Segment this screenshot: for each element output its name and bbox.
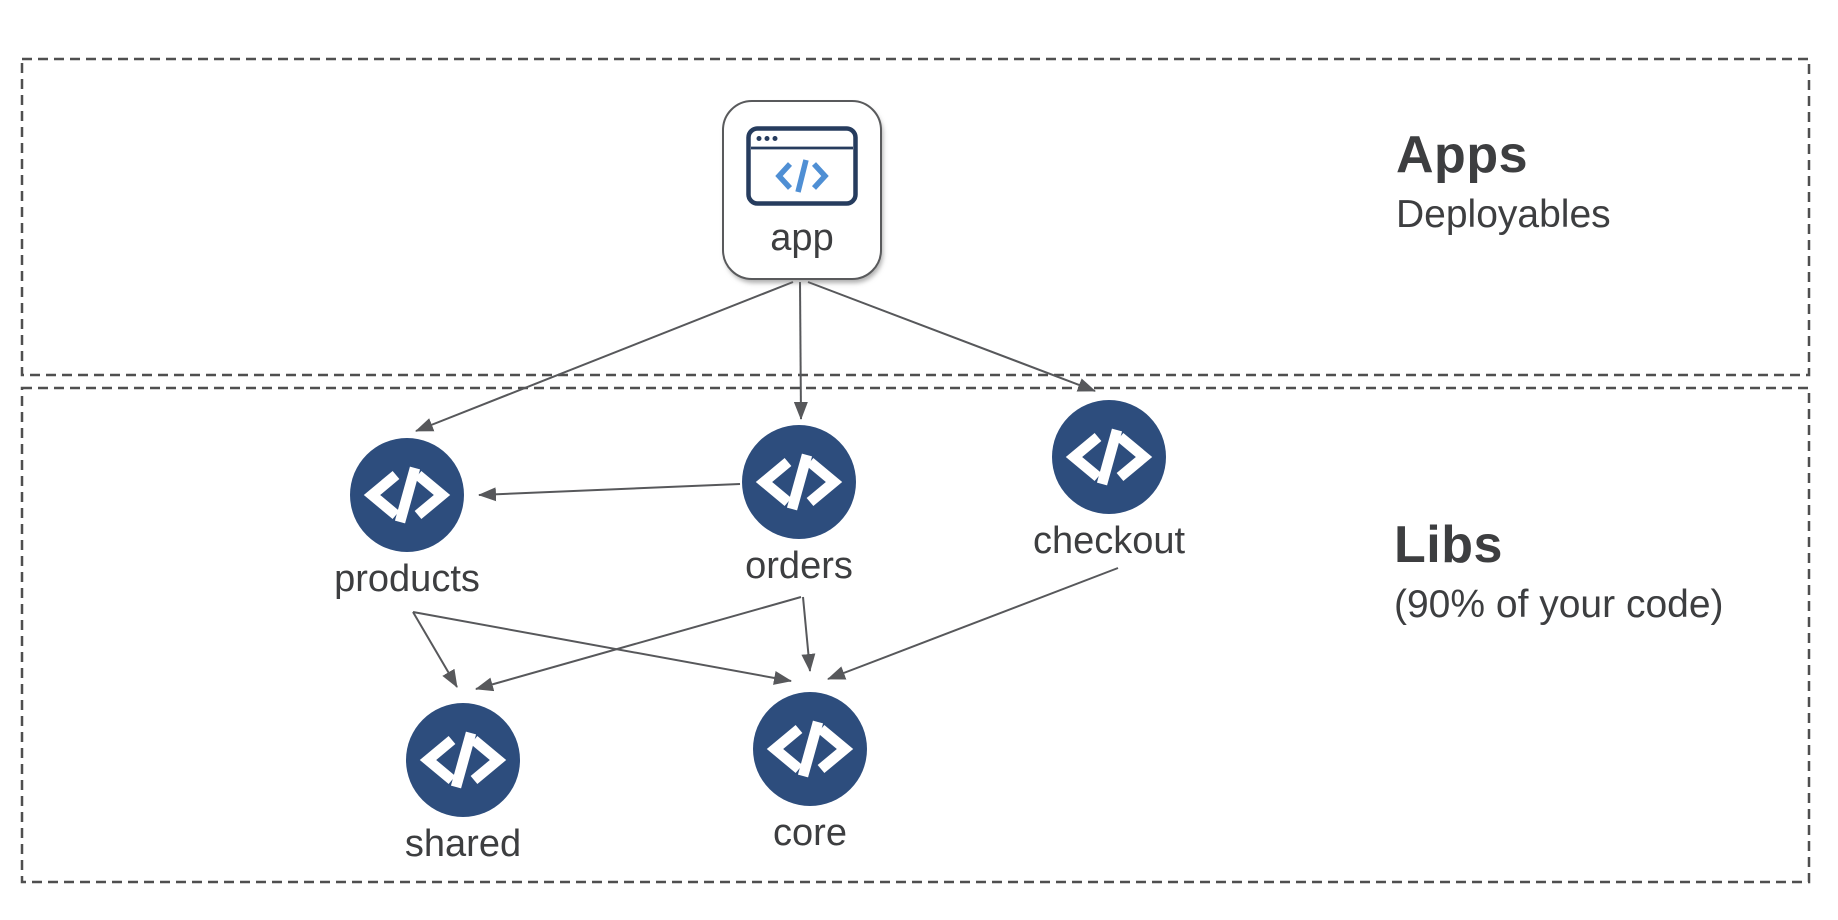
- libs-section-label: Libs (90% of your code): [1394, 516, 1724, 629]
- node-shared[interactable]: shared: [353, 703, 573, 866]
- node-shared-label: shared: [404, 823, 522, 865]
- apps-section-title: Apps: [1396, 126, 1528, 184]
- edge-orders-shared: [475, 596, 802, 692]
- browser-code-icon: [746, 126, 858, 206]
- edge-app-products: [415, 281, 794, 432]
- libs-section-subtitle: (90% of your code): [1394, 582, 1724, 626]
- node-app-label: app: [770, 217, 834, 259]
- node-checkout[interactable]: checkout: [999, 400, 1219, 563]
- edge-orders-core: [801, 596, 816, 672]
- node-orders[interactable]: orders: [689, 425, 909, 588]
- edge-app-orders: [793, 281, 808, 420]
- node-core-label: core: [773, 812, 847, 854]
- node-products-label: products: [334, 558, 480, 600]
- edge-products-core: [412, 611, 792, 685]
- edge-checkout-core: [827, 567, 1119, 680]
- libs-section-title: Libs: [1394, 516, 1503, 574]
- code-circle-icon: [350, 438, 464, 552]
- node-core[interactable]: core: [700, 692, 920, 855]
- edge-products-shared: [412, 611, 458, 688]
- edge-orders-products: [478, 483, 741, 502]
- apps-section-label: Apps Deployables: [1396, 126, 1611, 239]
- code-circle-icon: [742, 425, 856, 539]
- libs-section-box: [20, 386, 1811, 884]
- code-circle-icon: [406, 703, 520, 817]
- edge-app-checkout: [807, 281, 1096, 392]
- code-circle-icon: [753, 692, 867, 806]
- node-app[interactable]: app: [722, 100, 882, 280]
- node-orders-label: orders: [745, 545, 853, 587]
- node-checkout-label: checkout: [1032, 520, 1186, 562]
- apps-section-subtitle: Deployables: [1396, 192, 1611, 236]
- node-products[interactable]: products: [297, 438, 517, 601]
- code-circle-icon: [1052, 400, 1166, 514]
- apps-section-box: [20, 57, 1811, 377]
